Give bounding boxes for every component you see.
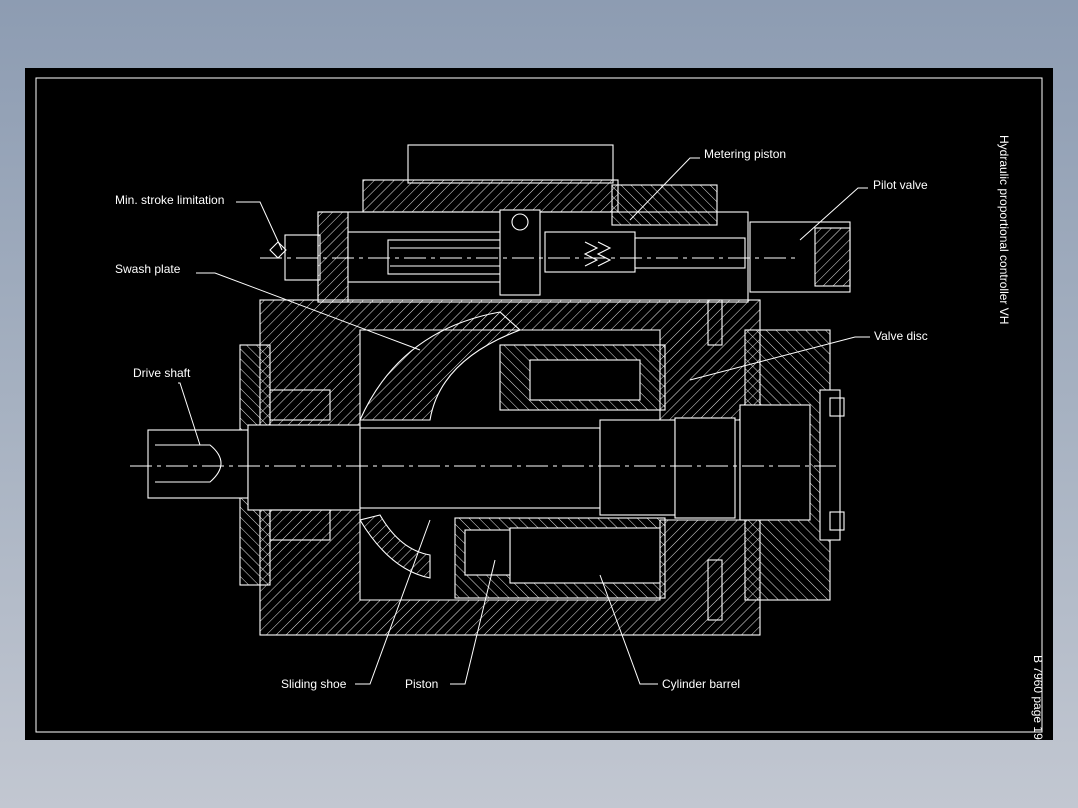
controller-top-block	[362, 179, 619, 213]
label-drive-shaft: Drive shaft	[133, 366, 191, 380]
drawing-title: Hydraulic proportional controller VH	[997, 135, 1011, 324]
label-piston: Piston	[405, 677, 438, 691]
label-pilot-valve: Pilot valve	[873, 178, 928, 192]
leader-lines	[178, 157, 870, 685]
label-valve-disc: Valve disc	[874, 329, 928, 343]
label-swash-plate: Swash plate	[115, 262, 181, 276]
label-metering-piston: Metering piston	[704, 147, 786, 161]
pump-body	[130, 144, 851, 636]
controller-cover	[407, 144, 614, 184]
drawing-canvas: Metering piston Pilot valve Min. stroke …	[25, 68, 1053, 740]
pump-cross-section-drawing: Metering piston Pilot valve Min. stroke …	[35, 77, 1045, 740]
drawing-frame	[35, 77, 1043, 733]
label-sliding-shoe: Sliding shoe	[281, 677, 347, 691]
page-reference: B 7960 page 19	[1031, 655, 1045, 740]
label-min-stroke-limitation: Min. stroke limitation	[115, 193, 224, 207]
label-cylinder-barrel: Cylinder barrel	[662, 677, 740, 691]
